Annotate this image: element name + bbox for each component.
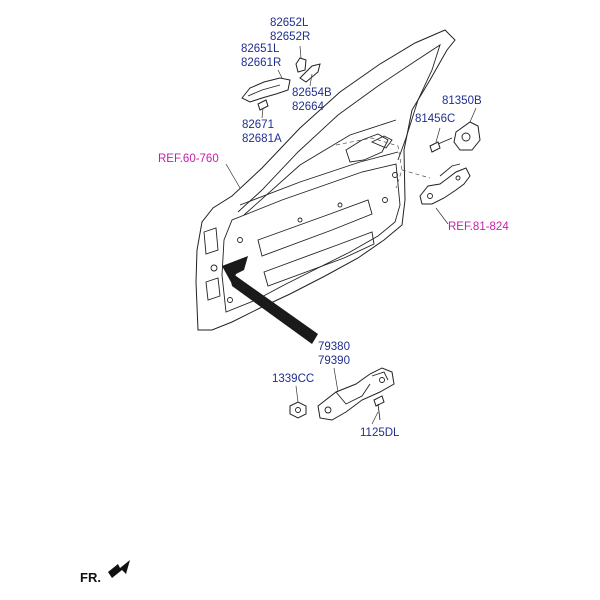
part-number-82652R[interactable]: 82652R (270, 31, 310, 43)
part-number-82681A[interactable]: 82681A (242, 133, 282, 145)
striker-bolt-part (429, 127, 453, 153)
part-number-82651L[interactable]: 82651L (241, 43, 280, 55)
window-frame-inner (237, 43, 441, 213)
lock-actuator-part (419, 163, 471, 225)
door-inner-panel (221, 163, 401, 313)
handle-cover-part (295, 45, 307, 73)
front-door-panel (195, 29, 456, 331)
part-number-82664[interactable]: 82664 (292, 101, 325, 113)
door-latch-part (453, 107, 481, 151)
checker-strap (222, 256, 318, 344)
checker-nut-part (289, 385, 307, 419)
reference-lock[interactable]: REF.81-824 (448, 221, 509, 233)
handle-gasket-part (299, 63, 321, 87)
door-outer-shell (195, 29, 456, 331)
part-number-81456C[interactable]: 81456C (415, 113, 455, 125)
front-direction-arrow (108, 560, 130, 578)
part-number-79390[interactable]: 79390 (318, 355, 350, 367)
part-number-82654B[interactable]: 82654B (292, 87, 332, 99)
part-number-1339CC[interactable]: 1339CC (272, 373, 314, 385)
door-checker-part (317, 367, 395, 421)
outside-handle-part (241, 69, 291, 103)
part-number-82661R[interactable]: 82661R (241, 57, 281, 69)
reference-door-panel[interactable]: REF.60-760 (158, 153, 219, 165)
checker-bolt-part (371, 395, 385, 425)
front-direction-label: FR. (80, 570, 101, 585)
part-number-82671[interactable]: 82671 (242, 119, 274, 131)
handle-pad-part (257, 99, 269, 119)
part-number-82652L[interactable]: 82652L (270, 17, 309, 29)
part-number-1125DL[interactable]: 1125DL (360, 427, 400, 439)
part-number-79380[interactable]: 79380 (318, 341, 350, 353)
part-number-81350B[interactable]: 81350B (442, 95, 482, 107)
